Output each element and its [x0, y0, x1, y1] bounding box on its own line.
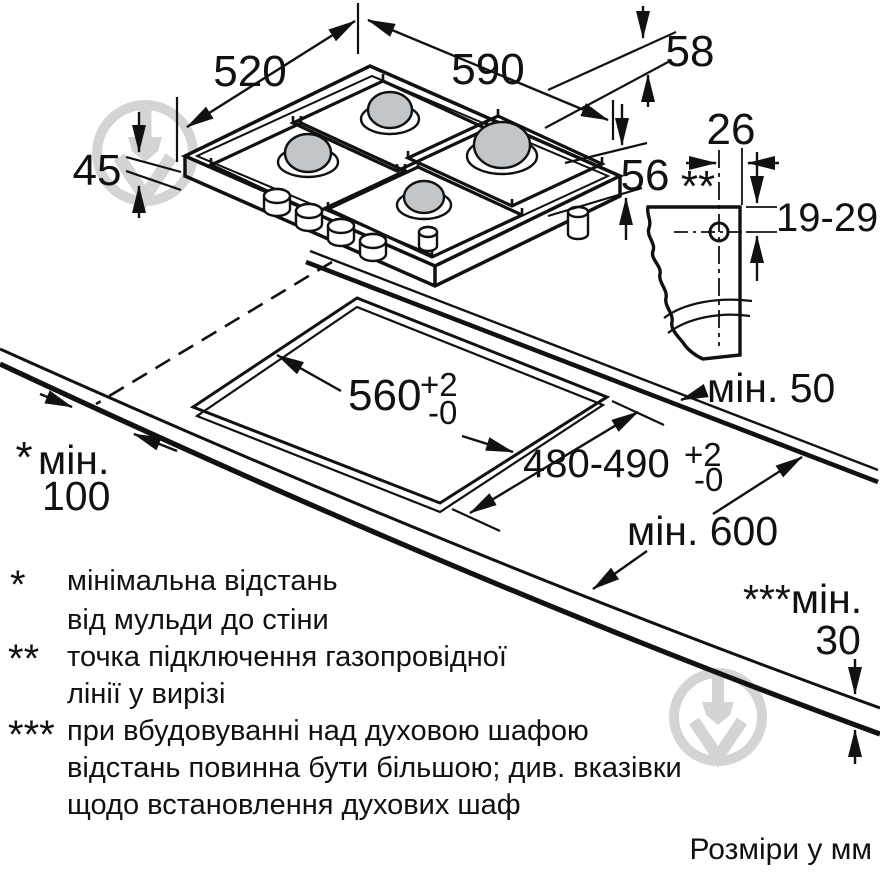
dim-56-label: 56 [621, 151, 670, 200]
footnote-1-line-1: мінімальна відстань [67, 565, 338, 597]
burner-left [283, 132, 333, 174]
footnote-marker-3: *** [8, 713, 55, 757]
footnote-3-line-3: щодо встановлення духових шаф [67, 789, 521, 821]
clearance-rear-label: мін. 50 [707, 365, 835, 411]
footnotes: * мінімальна відстань від мульди до стін… [8, 563, 682, 821]
burner-right [472, 120, 532, 170]
hob-dimensions: 520 590 58 56 45 [73, 3, 715, 240]
control-knobs [262, 187, 590, 263]
countertop-front-edge-top [0, 347, 880, 710]
burner-front [402, 179, 446, 215]
clearance-depth-label: мін. 600 [627, 508, 778, 554]
dim-line-480-490 [469, 410, 639, 515]
dim-line-520 [186, 19, 356, 129]
dim-480-490-label: 480-490 [523, 442, 670, 486]
footnote-2-line-1: точка підключення газопровідної [67, 641, 507, 673]
dim-560-tol-minus: -0 [428, 394, 457, 431]
dim-520-label: 520 [213, 47, 286, 96]
countertop-drawing [0, 249, 880, 737]
projection-dashed-line [95, 260, 333, 406]
countertop-front-edge [0, 361, 880, 737]
footnote-3-line-2: відстань повинна бути більшою; див. вказ… [67, 752, 682, 784]
section-profile [645, 205, 742, 361]
break-line [667, 313, 751, 334]
burner-back [366, 90, 414, 130]
clearance-side-marker: * [15, 433, 32, 482]
footnote-1-line-2: від мульди до стіни [67, 604, 329, 636]
countertop-back-edge-top [309, 249, 879, 472]
footnote-3-line-1: при вбудовуванні над духовою шафою [67, 715, 589, 747]
hob-side-band [183, 156, 622, 288]
clearance-front-label: ***мін. [743, 576, 862, 622]
cutout-inner-edge [194, 305, 606, 514]
clearance-front-value: 30 [815, 617, 861, 663]
dim-480-490-tol-plus: +2 [684, 436, 722, 473]
footnote-marker-2: ** [8, 637, 39, 681]
gas-connection-detail: 26 ** 19-29 [645, 105, 878, 361]
cutout-outline [189, 296, 611, 505]
dim-560-label: 560 [348, 371, 421, 420]
dim-560-tol-plus: +2 [420, 366, 458, 403]
dim-line-590 [367, 18, 609, 122]
clearance-side-label: мін. [38, 437, 109, 483]
footnote-marker-1: * [10, 563, 26, 607]
break-line [663, 298, 753, 319]
dim-45-label: 45 [73, 146, 122, 195]
gas-point-marker: ** [681, 162, 715, 211]
clearance-labels: мін. 50 мін. 600 ***мін. 30 * мін. 100 [15, 365, 862, 764]
dim-590-label: 590 [451, 45, 524, 94]
clearance-side-value: 100 [42, 473, 110, 519]
units-note: Розміри у мм [690, 833, 872, 866]
footnote-2-line-2: лінії у вирізі [67, 678, 225, 710]
cutout-dimensions: 560 +2 -0 480-490 +2 -0 [276, 353, 723, 532]
dim-19-29-label: 19-29 [776, 196, 878, 240]
countertop-back-edge [305, 259, 879, 485]
dim-26-label: 26 [707, 105, 756, 154]
dim-480-490-tol-minus: -0 [694, 461, 723, 498]
dim-58-label: 58 [666, 27, 715, 76]
